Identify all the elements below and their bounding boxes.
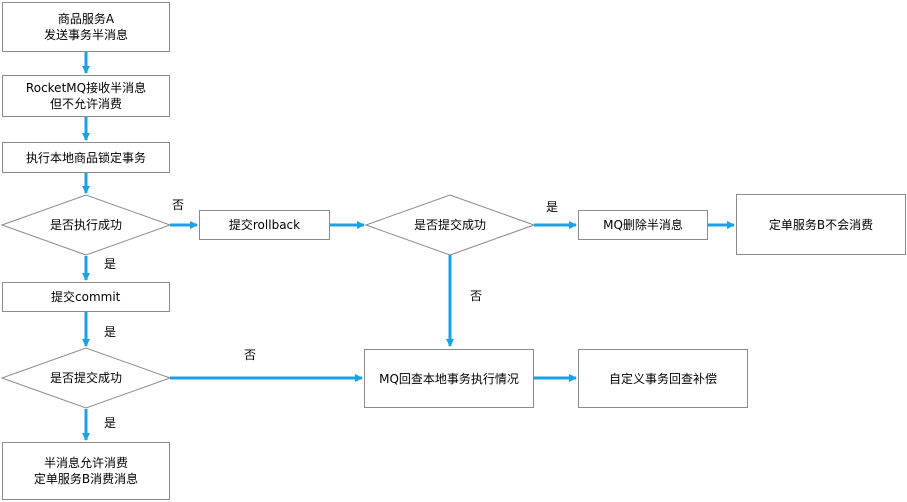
node-exec-local-transaction: 执行本地商品锁定事务 [2,142,170,173]
edge-label-exec-success: 是 [104,257,117,271]
node-mq-receive-label: RocketMQ接收半消息 但不允许消费 [25,81,147,111]
node-mq-receive: RocketMQ接收半消息 但不允许消费 [2,75,170,117]
edge-label-exec-fail: 否 [172,198,185,212]
node-custom-compensate-label: 自定义事务回查补偿 [608,371,717,386]
decision-exec-success: 是否执行成功 [2,215,170,235]
node-exec-local-transaction-label: 执行本地商品锁定事务 [25,150,146,165]
edge-label-commit-success: 是 [104,416,117,430]
decision-commit-success: 是否提交成功 [2,368,170,388]
decision-exec-success-label: 是否执行成功 [49,218,122,232]
edge-label-commit-fail: 否 [244,348,257,362]
node-allow-consume: 半消息允许消费 定单服务B消费消息 [2,442,170,500]
node-no-consume: 定单服务B不会消费 [736,194,906,255]
node-rollback-label: 提交rollback [228,218,301,232]
node-send-half-message-label: 商品服务A 发送事务半消息 [43,12,128,42]
node-mq-check-back-label: MQ回查本地事务执行情况 [379,371,519,386]
node-custom-compensate: 自定义事务回查补偿 [578,349,748,408]
node-send-half-message: 商品服务A 发送事务半消息 [2,2,170,52]
node-allow-consume-label: 半消息允许消费 定单服务B消费消息 [33,456,139,486]
edge-label-commit-to-decision: 是 [104,325,117,339]
node-mq-delete-half: MQ删除半消息 [578,210,708,240]
node-mq-delete-half-label: MQ删除半消息 [603,218,683,232]
decision-rollback-success-label: 是否提交成功 [413,218,486,232]
edge-label-rollback-fail: 否 [470,289,483,303]
node-no-consume-label: 定单服务B不会消费 [768,217,874,232]
node-mq-check-back: MQ回查本地事务执行情况 [364,349,534,408]
decision-commit-success-label: 是否提交成功 [49,371,122,385]
node-rollback: 提交rollback [199,210,330,240]
node-commit-label: 提交commit [51,290,121,304]
edge-label-rollback-success: 是 [546,200,559,214]
node-commit: 提交commit [2,282,170,312]
decision-rollback-success: 是否提交成功 [366,215,534,235]
